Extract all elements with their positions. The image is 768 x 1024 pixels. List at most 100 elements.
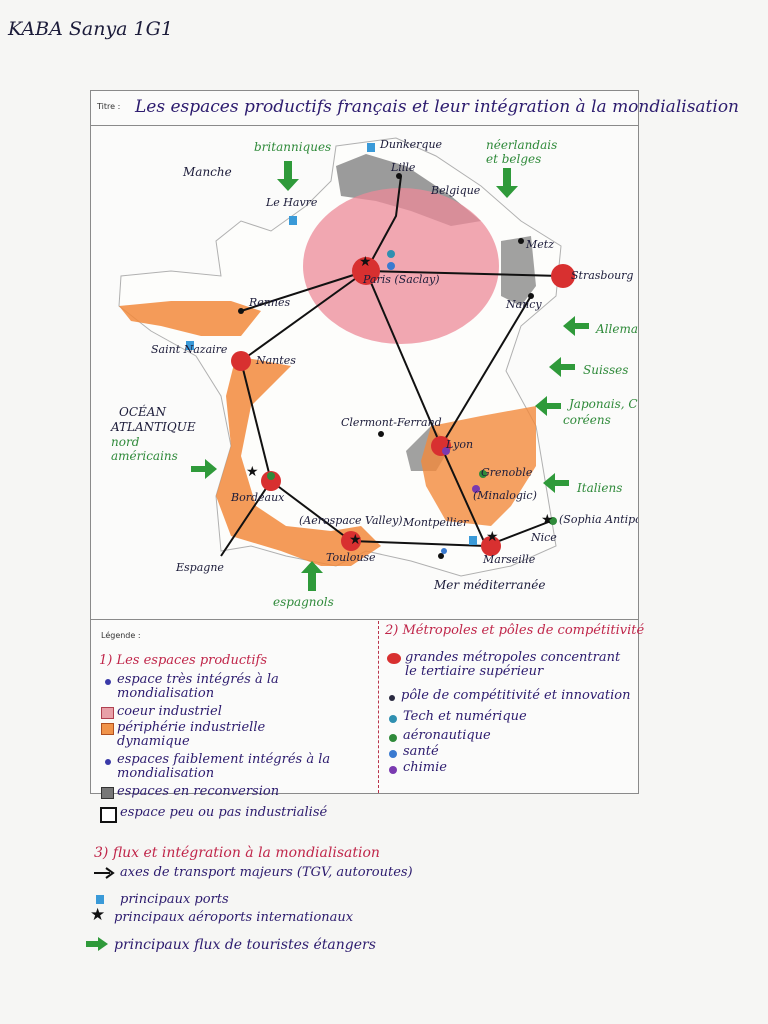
map-title: Les espaces productifs français et leur … — [135, 97, 740, 117]
transport-axes — [220, 175, 562, 557]
svg-text:Montpellier: Montpellier — [402, 516, 469, 529]
legend-column-divider — [378, 621, 379, 793]
svg-text:Le Havre: Le Havre — [265, 196, 318, 209]
title-bar: Titre : Les espaces productifs français … — [91, 91, 739, 126]
legend-text-axis: axes de transport majeurs (TGV, autorout… — [120, 865, 413, 880]
svg-text:coréens: coréens — [563, 413, 611, 427]
legend-swatch-chimie — [389, 766, 397, 774]
periphery-southwest — [216, 356, 381, 566]
svg-text:Belgique: Belgique — [430, 184, 481, 197]
legend-swatch-non-industrial — [100, 807, 117, 823]
svg-text:Italiens: Italiens — [576, 481, 622, 495]
svg-text:nord: nord — [111, 435, 140, 449]
legend-text-airports: principaux aéroports internationaux — [114, 910, 354, 925]
legend-text-chimie: chimie — [403, 760, 447, 775]
svg-text:Lille: Lille — [390, 161, 416, 174]
svg-text:Allemands: Allemands — [595, 322, 638, 336]
periphery-west — [119, 301, 261, 336]
legend-heading-1: 1) Les espaces productifs — [99, 653, 268, 668]
legend-text-tourist-flows: principaux flux de touristes étangers — [114, 937, 376, 953]
legend-text-weakly-integrated: espaces faiblement intégrés à la mondial… — [117, 752, 331, 781]
legend-swatch-tech — [389, 715, 397, 723]
svg-text:américains: américains — [111, 449, 178, 463]
flow-labels: britanniques néerlandais et belges Allem… — [111, 138, 638, 609]
ports — [186, 143, 477, 545]
legend-swatch-metropole — [387, 653, 401, 664]
legend-text-sante: santé — [403, 744, 439, 759]
tourist-flow-arrows — [191, 161, 589, 591]
svg-text:Marseille: Marseille — [482, 553, 536, 566]
svg-text:Metz: Metz — [525, 238, 554, 251]
svg-text:Mer méditerranée: Mer méditerranée — [433, 578, 545, 592]
legend-swatch-sante — [389, 750, 397, 758]
svg-text:Toulouse: Toulouse — [326, 551, 376, 564]
legend-swatch-pole — [389, 695, 395, 701]
legend-swatch-reconversion — [101, 787, 114, 799]
map-frame: Titre : Les espaces productifs français … — [90, 90, 739, 799]
svg-text:Espagne: Espagne — [175, 561, 224, 574]
svg-text:Lyon: Lyon — [445, 438, 473, 451]
svg-text:★: ★ — [349, 532, 362, 548]
green-arrow-icon — [86, 937, 108, 951]
svg-text:Saint Nazaire: Saint Nazaire — [151, 343, 228, 356]
svg-text:(Aerospace Valley): (Aerospace Valley) — [299, 514, 403, 527]
svg-text:Nice: Nice — [530, 531, 557, 544]
metropoles — [231, 257, 575, 556]
legend-swatch-core — [101, 707, 114, 719]
title-label: Titre : — [97, 102, 121, 111]
svg-text:Nantes: Nantes — [255, 354, 296, 367]
legend-heading-3: 3) flux et intégration à la mondialisati… — [94, 845, 380, 861]
svg-text:(Sophia Antipolis): (Sophia Antipolis) — [559, 513, 638, 526]
svg-text:OCÉAN: OCÉAN — [119, 404, 166, 419]
svg-text:★: ★ — [359, 254, 372, 270]
city-dots — [238, 173, 534, 559]
france-map: ★ ★ ★ ★ ★ Dunkerque Lille Belgique Le Havre… — [110, 137, 638, 609]
svg-text:Nancy: Nancy — [505, 298, 542, 311]
periphery-southeast — [421, 406, 536, 526]
svg-text:ATLANTIQUE: ATLANTIQUE — [110, 420, 196, 434]
sea-labels: Manche OCÉAN ATLANTIQUE Mer méditerranée — [110, 165, 545, 592]
svg-text:(Minalogic): (Minalogic) — [473, 489, 537, 502]
legend-text-ports: principaux ports — [120, 892, 229, 907]
reconversion-east — [501, 236, 536, 306]
legend-swatch-weakly-integrated — [105, 759, 111, 765]
svg-text:Grenoble: Grenoble — [481, 466, 533, 479]
svg-text:★: ★ — [486, 529, 499, 545]
airports: ★ ★ ★ ★ ★ — [246, 254, 554, 548]
legend-label: Légende : — [101, 631, 141, 640]
airport-star-icon: ★ — [90, 905, 106, 925]
svg-text:britanniques: britanniques — [254, 140, 331, 154]
legend-text-reconversion: espaces en reconversion — [117, 784, 280, 799]
core-industrial-area — [303, 188, 499, 344]
legend-text-metropole: grandes métropoles concentrant le tertia… — [405, 650, 621, 679]
svg-text:★: ★ — [541, 512, 554, 528]
competitiveness-poles — [267, 250, 557, 554]
svg-text:néerlandais: néerlandais — [486, 138, 557, 152]
legend-heading-2: 2) Métropoles et pôles de compétitivité — [385, 623, 645, 638]
legend-text-pole: pôle de compétitivité et innovation — [401, 688, 631, 703]
svg-text:Japonais, Chinois,: Japonais, Chinois, — [566, 397, 638, 411]
svg-text:★: ★ — [246, 464, 259, 480]
label-dunkerque: Dunkerque — [379, 138, 443, 151]
svg-text:espagnols: espagnols — [273, 595, 334, 609]
legend-swatch-axis — [94, 867, 115, 879]
legend-text-very-integrated: espace très intégrés à la mondialisation — [117, 672, 279, 701]
svg-text:Paris (Saclay): Paris (Saclay) — [362, 273, 440, 286]
city-labels: Dunkerque Lille Belgique Le Havre Paris … — [151, 138, 638, 574]
legend-text-aero: aéronautique — [403, 728, 491, 743]
legend-swatch-ports — [96, 895, 104, 904]
svg-text:Suisses: Suisses — [583, 363, 628, 377]
legend-swatch-aero — [389, 734, 397, 742]
svg-text:et belges: et belges — [486, 152, 541, 166]
svg-text:Bordeaux: Bordeaux — [230, 491, 285, 504]
legend-text-tech: Tech et numérique — [403, 709, 527, 724]
author-name: KABA Sanya 1G1 — [8, 18, 173, 40]
legend-swatch-periphery — [101, 723, 114, 735]
legend-text-periphery: périphérie industrielle dynamique — [117, 720, 266, 749]
legend-divider — [91, 619, 638, 620]
legend-text-core: coeur industriel — [117, 704, 222, 719]
svg-text:Manche: Manche — [182, 165, 232, 179]
svg-text:Clermont-Ferrand: Clermont-Ferrand — [341, 416, 442, 429]
legend-swatch-very-integrated — [105, 679, 111, 685]
